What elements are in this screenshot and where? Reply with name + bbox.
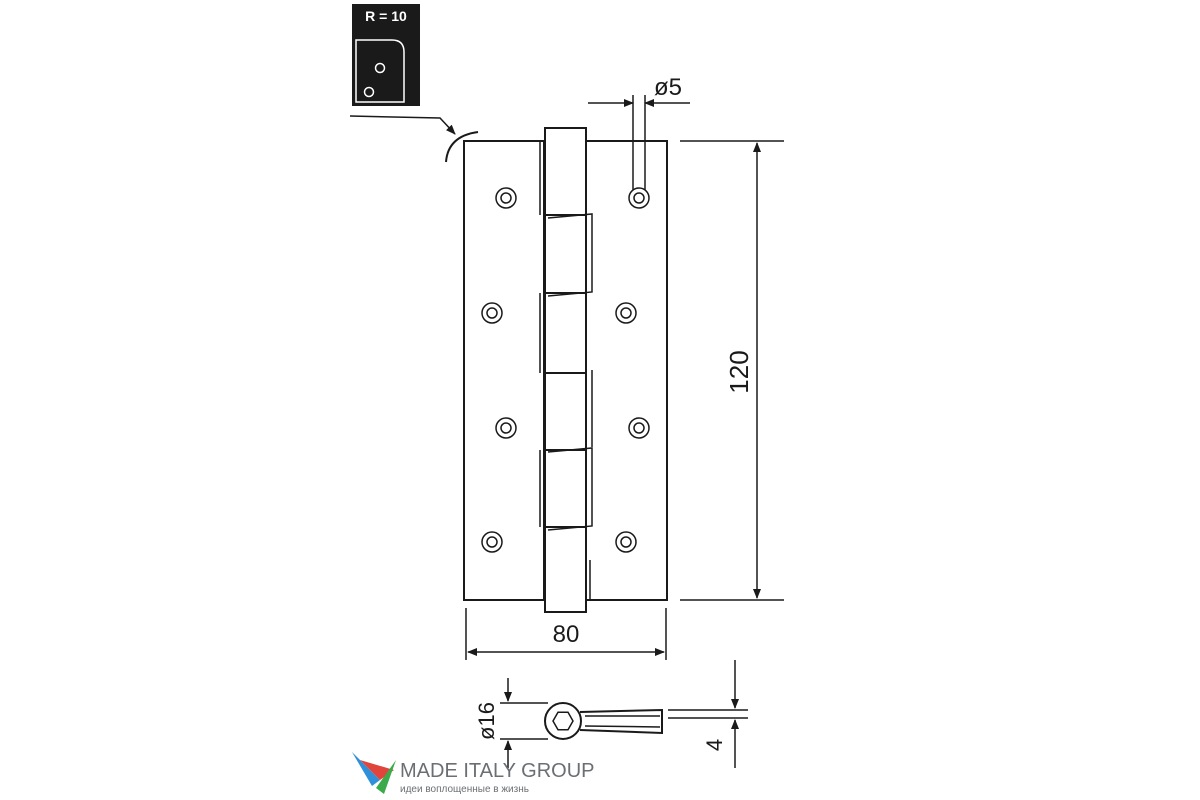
left-screw-holes — [481, 187, 517, 553]
knuckle-diameter-dimension: ø16 — [474, 678, 548, 768]
hole-diameter-dimension: ø5 — [588, 74, 690, 190]
radius-callout: R = 10 — [352, 4, 420, 106]
width-label: 80 — [553, 621, 580, 648]
thickness-label: 4 — [702, 739, 727, 751]
height-label: 120 — [724, 350, 754, 393]
right-leaf — [585, 140, 668, 601]
width-dimension: 80 — [465, 608, 667, 660]
radius-leader — [349, 115, 479, 163]
brand-name: MADE ITALY GROUP — [400, 760, 594, 782]
radius-label: R = 10 — [365, 8, 407, 24]
height-dimension: 120 — [680, 140, 784, 601]
brand-watermark: MADE ITALY GROUP идеи воплощенные в жизн… — [352, 752, 594, 795]
brand-tagline: идеи воплощенные в жизнь — [400, 784, 529, 795]
hole-diameter-label: ø5 — [654, 74, 682, 101]
hinge-top-view — [544, 702, 663, 740]
thickness-dimension: 4 — [668, 660, 748, 768]
knuckle-barrel — [544, 127, 587, 613]
right-screw-holes — [615, 187, 650, 553]
knuckle-diameter-label: ø16 — [474, 702, 499, 740]
made-italy-logo-icon — [352, 752, 396, 794]
hinge-front-view — [463, 127, 668, 613]
left-leaf — [463, 140, 545, 601]
